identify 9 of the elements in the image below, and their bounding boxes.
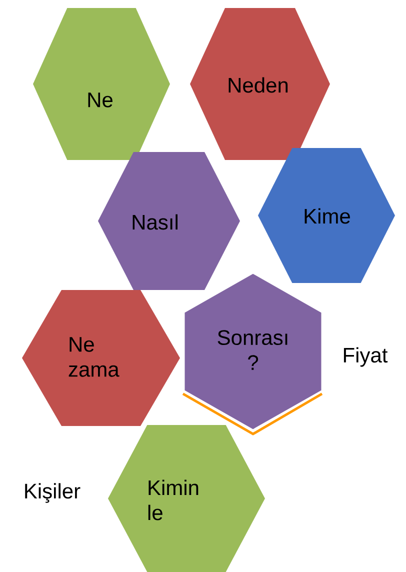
hexagon: Sonrası ? xyxy=(182,272,323,436)
hexagon: Neden xyxy=(190,8,330,160)
side-label: Kişiler xyxy=(25,483,80,503)
hexagon: Ne xyxy=(33,8,170,160)
hexagon: Ne zama xyxy=(22,290,180,426)
side-label: Fiyat xyxy=(344,347,388,367)
hexagon: Kime xyxy=(258,148,395,283)
hexagon: Nasıl xyxy=(98,152,240,290)
hexagon: Kimin le xyxy=(108,425,265,572)
